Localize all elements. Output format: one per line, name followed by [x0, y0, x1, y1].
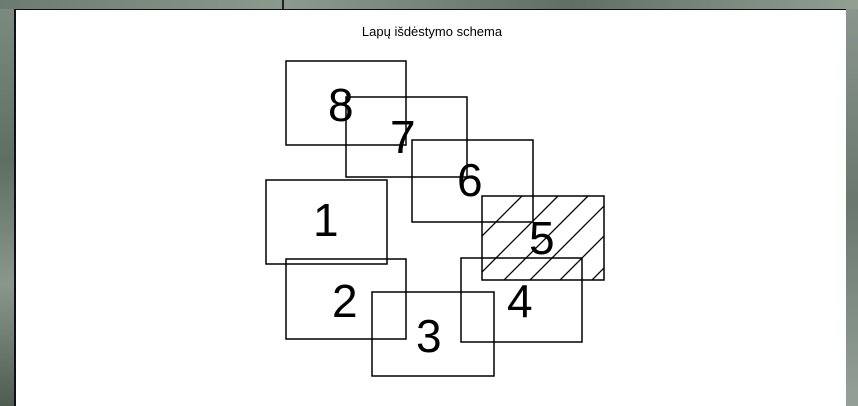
sheet-5-label: 5 [529, 212, 555, 264]
sheet-3-label: 3 [416, 310, 442, 362]
sheet-2-label: 2 [332, 275, 358, 327]
sheet-6-label: 6 [457, 154, 483, 206]
sheet-1-label: 1 [313, 194, 339, 246]
sheet-8-label: 8 [328, 79, 354, 131]
sheet-4-label: 4 [507, 275, 533, 327]
sheet-7-label: 7 [390, 111, 416, 163]
